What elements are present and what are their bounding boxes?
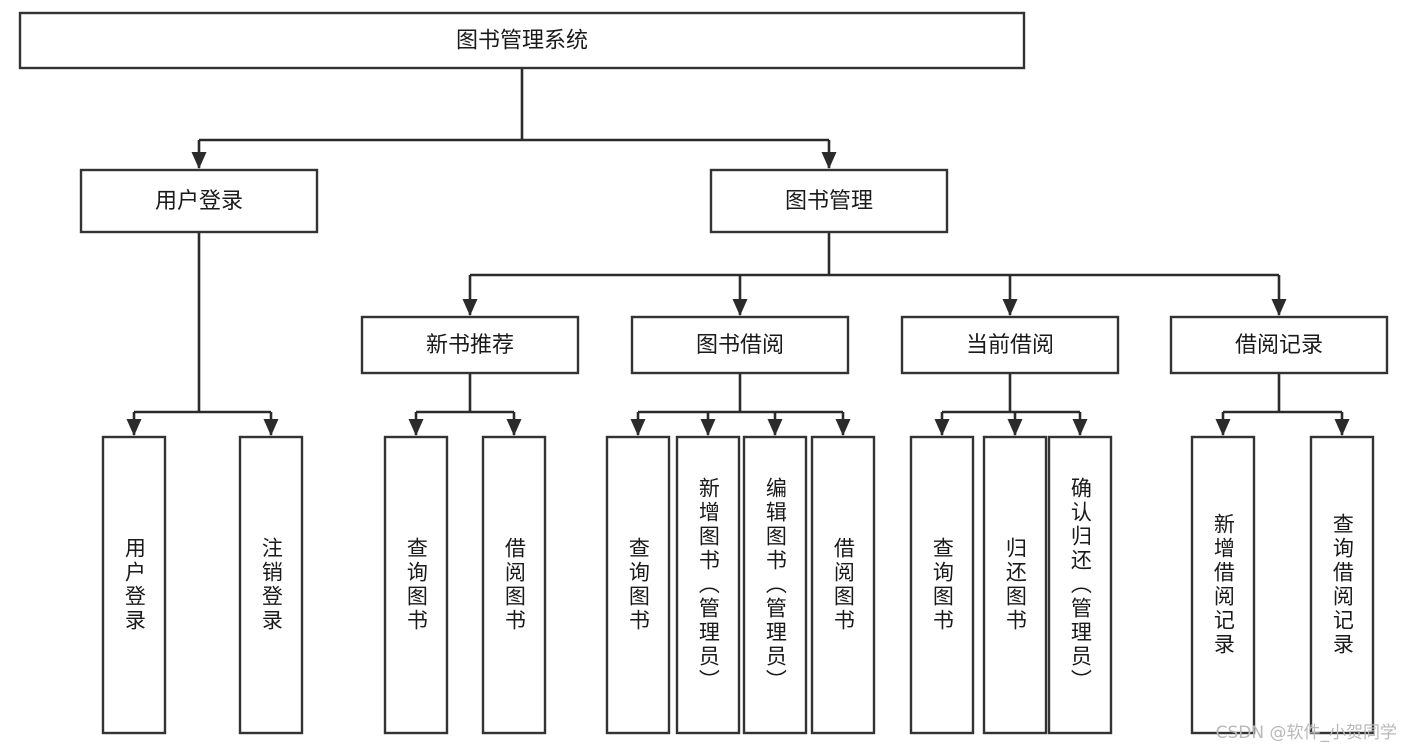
- connector-layer: [126, 68, 1350, 436]
- arrow-head-icon: [1271, 299, 1287, 316]
- node-level3-box-0[interactable]: [360, 315, 580, 375]
- arrow-head-icon: [126, 419, 142, 436]
- node-level2-box-0[interactable]: [79, 168, 319, 234]
- arrow-head-icon: [835, 419, 851, 436]
- arrow-head-icon: [767, 419, 783, 436]
- arrow-head-icon: [506, 419, 522, 436]
- node-level3-label-0: 新书推荐: [426, 333, 514, 358]
- arrow-head-icon: [732, 299, 748, 316]
- arrow-head-icon: [1215, 419, 1231, 436]
- node-leaf-box-3[interactable]: [481, 435, 547, 735]
- node-level3-box-2[interactable]: [900, 315, 1120, 375]
- node-root-box[interactable]: [18, 11, 1026, 70]
- arrow-head-icon: [1072, 419, 1088, 436]
- node-leaf-box-1[interactable]: [238, 435, 304, 735]
- node-leaf-box-0[interactable]: [101, 435, 167, 735]
- node-level3-box-3[interactable]: [1169, 315, 1389, 375]
- node-leaf-box-5[interactable]: [675, 435, 741, 735]
- node-leaf-box-2[interactable]: [383, 435, 449, 735]
- arrow-head-icon: [408, 419, 424, 436]
- node-level3-label-3: 借阅记录: [1235, 333, 1323, 358]
- arrow-head-icon: [462, 299, 478, 316]
- box-layer: [18, 11, 1389, 735]
- node-level2-label-1: 图书管理: [785, 189, 873, 214]
- node-leaf-box-10[interactable]: [1047, 435, 1113, 735]
- arrow-head-icon: [1334, 419, 1350, 436]
- arrow-head-icon: [263, 419, 279, 436]
- node-level3-label-2: 当前借阅: [966, 333, 1054, 358]
- node-root-label: 图书管理系统: [456, 29, 588, 54]
- node-leaf-box-12[interactable]: [1309, 435, 1375, 735]
- node-level3-box-1[interactable]: [630, 315, 850, 375]
- arrow-head-icon: [630, 419, 646, 436]
- arrow-head-icon: [1007, 419, 1023, 436]
- arrow-head-icon: [191, 152, 207, 169]
- arrow-head-icon: [821, 152, 837, 169]
- node-level3-label-1: 图书借阅: [696, 333, 784, 358]
- node-leaf-box-7[interactable]: [810, 435, 876, 735]
- node-leaf-box-11[interactable]: [1190, 435, 1256, 735]
- node-level2-label-0: 用户登录: [155, 189, 243, 214]
- arrow-head-icon: [700, 419, 716, 436]
- node-leaf-box-4[interactable]: [605, 435, 671, 735]
- node-leaf-box-6[interactable]: [742, 435, 808, 735]
- node-level2-box-1[interactable]: [709, 168, 949, 234]
- arrow-head-icon: [1002, 299, 1018, 316]
- node-leaf-box-9[interactable]: [982, 435, 1048, 735]
- node-leaf-box-8[interactable]: [909, 435, 975, 735]
- watermark-text: CSDN @软件_小贺同学: [1215, 723, 1397, 743]
- arrow-head-icon: [934, 419, 950, 436]
